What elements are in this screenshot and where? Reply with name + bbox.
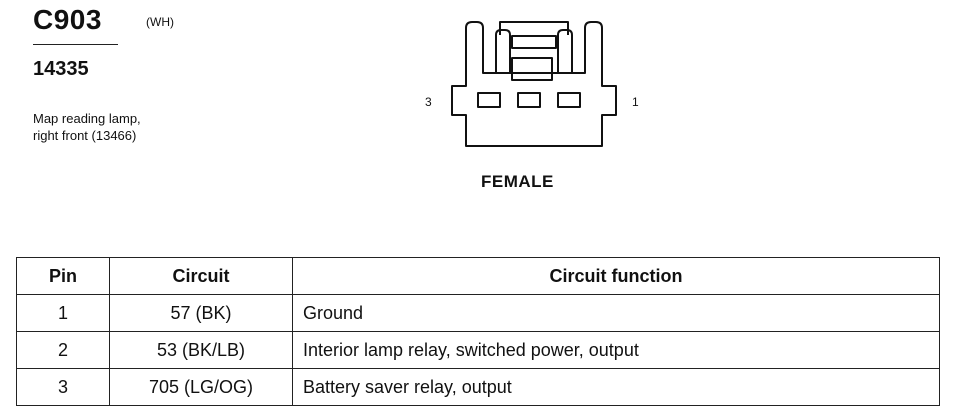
lock-window [511,35,557,49]
circuit-cell: 57 (BK) [109,294,293,332]
pin-table: Pin Circuit Circuit function 1 57 (BK) G… [16,257,940,406]
pin-cavity-2 [517,92,541,108]
part-number: 14335 [33,58,89,80]
key-block [511,57,553,81]
title-underline [33,44,118,45]
header-circuit-function: Circuit function [292,257,940,295]
right-latch [557,29,573,73]
description-line-2: right front (13466) [33,128,137,143]
table-row: 1 57 (BK) Ground [16,294,940,332]
table-header-row: Pin Circuit Circuit function [16,257,940,295]
connector-gender-label: FEMALE [481,172,554,191]
table-row: 3 705 (LG/OG) Battery saver relay, outpu… [16,368,940,406]
circuit-cell: 53 (BK/LB) [109,331,293,369]
circuit-cell: 705 (LG/OG) [109,368,293,406]
table-row: 2 53 (BK/LB) Interior lamp relay, switch… [16,331,940,369]
pin-cavity-1 [557,92,581,108]
connector-id: C903 [33,4,102,35]
locking-tab [499,21,569,35]
pin-cell: 3 [16,368,110,406]
left-latch [495,29,511,73]
function-cell: Interior lamp relay, switched power, out… [292,331,940,369]
pin-cell: 1 [16,294,110,332]
connector-color-code: (WH) [146,15,174,29]
function-cell: Ground [292,294,940,332]
pin-cavity-3 [477,92,501,108]
function-cell: Battery saver relay, output [292,368,940,406]
header-circuit: Circuit [109,257,293,295]
pin-label-right: 1 [632,95,639,109]
connector-body-outline [451,21,617,147]
pin-cell: 2 [16,331,110,369]
connector-description: Map reading lamp, right front (13466) [33,110,141,144]
header-pin: Pin [16,257,110,295]
description-line-1: Map reading lamp, [33,111,141,126]
pin-label-left: 3 [425,95,432,109]
